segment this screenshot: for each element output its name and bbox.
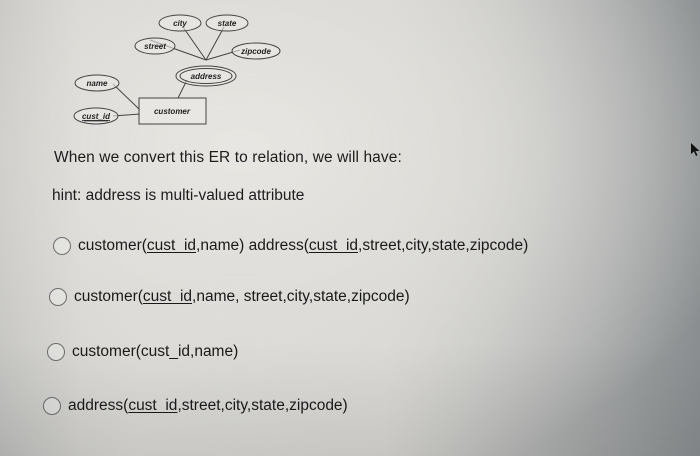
option-text-part: ,name, street,city,state,zipcode)	[192, 288, 410, 305]
attribute-address-outer	[175, 65, 237, 87]
attribute-street-label: street	[144, 42, 166, 51]
entity-customer-label: customer	[154, 107, 191, 116]
option-text-part: ,street,city,state,zipcode)	[177, 397, 348, 414]
option-text-part: customer(	[78, 237, 147, 254]
attribute-state	[205, 14, 249, 32]
attribute-zipcode	[231, 42, 281, 60]
answer-option-3[interactable]: customer(cust_id,name)	[47, 343, 238, 361]
attribute-cust-id	[73, 107, 119, 125]
mouse-pointer-icon	[691, 143, 700, 156]
primary-key-text: cust_id	[146, 237, 197, 254]
radio-button-unchecked-icon[interactable]	[43, 397, 61, 415]
question-hint: hint: address is multi-valued attribute	[52, 187, 305, 204]
option-text-part: ,name) address(	[196, 237, 309, 254]
attribute-city-label: city	[173, 19, 187, 28]
radio-button-unchecked-icon[interactable]	[47, 343, 65, 361]
radio-button-unchecked-icon[interactable]	[49, 288, 67, 306]
answer-option-4-text: address(cust_id,street,city,state,zipcod…	[68, 397, 348, 415]
question-text: When we convert this ER to relation, we …	[54, 149, 402, 166]
attribute-name-label: name	[87, 79, 108, 88]
attribute-address-inner	[179, 68, 233, 84]
answer-option-2-text: customer(cust_id,name, street,city,state…	[74, 288, 410, 306]
option-text-part: address(	[68, 397, 129, 414]
attribute-name	[74, 74, 120, 92]
er-diagram: city state street zipcode address name c…	[0, 0, 700, 140]
attribute-zipcode-label: zipcode	[240, 47, 271, 56]
attribute-city	[158, 14, 202, 32]
entity-customer	[138, 97, 207, 125]
option-text-part: customer(	[74, 288, 143, 305]
attribute-cust-id-label: cust_id	[82, 112, 111, 121]
er-diagram-svg: city state street zipcode address name c…	[73, 14, 281, 125]
option-text-part: ,street,city,state,zipcode)	[358, 237, 529, 254]
answer-option-1[interactable]: customer(cust_id,name) address(cust_id,s…	[53, 237, 528, 255]
answer-option-3-text: customer(cust_id,name)	[72, 343, 239, 360]
attribute-street	[134, 37, 176, 55]
primary-key-text: cust_id	[308, 237, 359, 254]
answer-option-1-text: customer(cust_id,name) address(cust_id,s…	[78, 237, 528, 255]
primary-key-text: cust_id	[128, 397, 178, 414]
attribute-state-label: state	[218, 19, 237, 28]
radio-button-unchecked-icon[interactable]	[53, 237, 71, 255]
primary-key-text: cust_id	[142, 288, 193, 305]
attribute-address-label: address	[191, 72, 222, 81]
answer-option-4[interactable]: address(cust_id,street,city,state,zipcod…	[43, 397, 348, 415]
answer-option-2[interactable]: customer(cust_id,name, street,city,state…	[49, 288, 410, 306]
